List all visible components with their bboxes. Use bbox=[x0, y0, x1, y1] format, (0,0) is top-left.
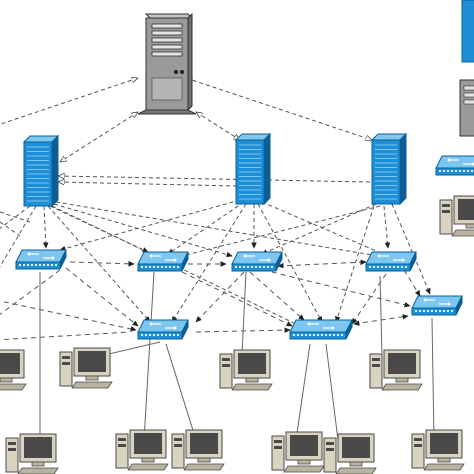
rack-server-icon bbox=[461, 0, 474, 63]
desktop-computer-icon bbox=[323, 433, 377, 474]
workstation-11 bbox=[411, 429, 465, 471]
link bbox=[257, 203, 323, 322]
link bbox=[171, 203, 247, 322]
switch-1 bbox=[15, 249, 67, 270]
link bbox=[181, 271, 292, 327]
edge-rack bbox=[461, 0, 474, 63]
edge-server bbox=[459, 79, 474, 137]
link bbox=[0, 211, 31, 223]
workstation-7 bbox=[115, 429, 169, 471]
link bbox=[53, 203, 232, 256]
switch-2 bbox=[137, 251, 189, 272]
link bbox=[55, 201, 378, 256]
link bbox=[391, 203, 431, 294]
workstation-4 bbox=[369, 349, 423, 391]
desktop-computer-icon bbox=[0, 349, 27, 391]
link bbox=[0, 221, 21, 237]
rack-server-icon bbox=[22, 134, 60, 208]
link bbox=[65, 267, 138, 326]
link bbox=[379, 275, 383, 357]
workstation-10 bbox=[323, 433, 377, 474]
link bbox=[0, 300, 136, 330]
workstations bbox=[0, 195, 474, 474]
connections bbox=[0, 78, 435, 450]
link bbox=[295, 343, 311, 441]
desktop-computer-icon bbox=[219, 349, 273, 391]
main-server bbox=[137, 12, 197, 115]
network-switch-icon bbox=[137, 251, 189, 272]
link-top-cluster-a bbox=[60, 112, 138, 162]
link bbox=[0, 205, 37, 268]
network-switch-icon bbox=[289, 319, 353, 340]
network-switch-icon bbox=[231, 251, 283, 272]
workstation-8 bbox=[171, 429, 225, 471]
switch-4 bbox=[365, 251, 417, 272]
link bbox=[325, 343, 339, 441]
switches bbox=[15, 155, 474, 340]
link bbox=[168, 201, 245, 254]
link bbox=[196, 271, 245, 322]
link bbox=[47, 205, 150, 322]
switch-8 bbox=[435, 155, 474, 176]
workstation-9 bbox=[271, 431, 325, 473]
switch-7 bbox=[411, 295, 463, 316]
network-switch-icon bbox=[435, 155, 474, 176]
desktop-computer-icon bbox=[369, 349, 423, 391]
link bbox=[431, 317, 435, 441]
link bbox=[51, 205, 300, 327]
link-a-b bbox=[58, 182, 237, 187]
link-top-cluster-b bbox=[196, 112, 240, 140]
desktop-computer-icon bbox=[439, 195, 474, 237]
workstation-3 bbox=[219, 349, 273, 391]
tower-server-icon bbox=[137, 12, 197, 115]
link bbox=[69, 262, 134, 264]
rack-servers bbox=[22, 132, 408, 208]
switch-6 bbox=[289, 319, 353, 340]
link bbox=[165, 343, 197, 441]
link bbox=[60, 199, 241, 250]
rack-server-a bbox=[22, 134, 60, 208]
link bbox=[383, 205, 388, 248]
network-switch-icon bbox=[411, 295, 463, 316]
link bbox=[182, 205, 381, 256]
link bbox=[0, 331, 131, 341]
link bbox=[271, 271, 410, 306]
link-a-c bbox=[58, 176, 371, 183]
workstation-6 bbox=[5, 433, 59, 474]
tower-server-icon bbox=[459, 79, 474, 137]
network-switch-icon bbox=[365, 251, 417, 272]
desktop-computer-icon bbox=[5, 433, 59, 474]
link bbox=[278, 262, 366, 266]
switch-3 bbox=[231, 251, 283, 272]
link-top-left bbox=[0, 78, 138, 125]
link bbox=[249, 271, 304, 320]
link bbox=[44, 205, 46, 248]
link bbox=[403, 269, 421, 296]
rack-server-b bbox=[234, 132, 272, 206]
network-switch-icon bbox=[15, 249, 67, 270]
link bbox=[336, 205, 375, 322]
link bbox=[0, 269, 61, 315]
workstation-5 bbox=[439, 195, 474, 237]
workstation-2 bbox=[59, 347, 113, 389]
link bbox=[143, 271, 155, 441]
link bbox=[261, 201, 388, 257]
network-switch-icon bbox=[137, 319, 189, 340]
link-top-cluster-c bbox=[186, 78, 372, 140]
switch-5 bbox=[137, 319, 189, 340]
desktop-computer-icon bbox=[411, 429, 465, 471]
rack-server-c bbox=[370, 132, 408, 206]
link bbox=[0, 205, 31, 229]
desktop-computer-icon bbox=[171, 429, 225, 471]
desktop-computer-icon bbox=[59, 347, 113, 389]
workstation-1 bbox=[0, 349, 27, 391]
desktop-computer-icon bbox=[271, 431, 325, 473]
rack-server-icon bbox=[370, 132, 408, 206]
desktop-computer-icon bbox=[115, 429, 169, 471]
link bbox=[241, 271, 247, 355]
rack-server-icon bbox=[234, 132, 272, 206]
